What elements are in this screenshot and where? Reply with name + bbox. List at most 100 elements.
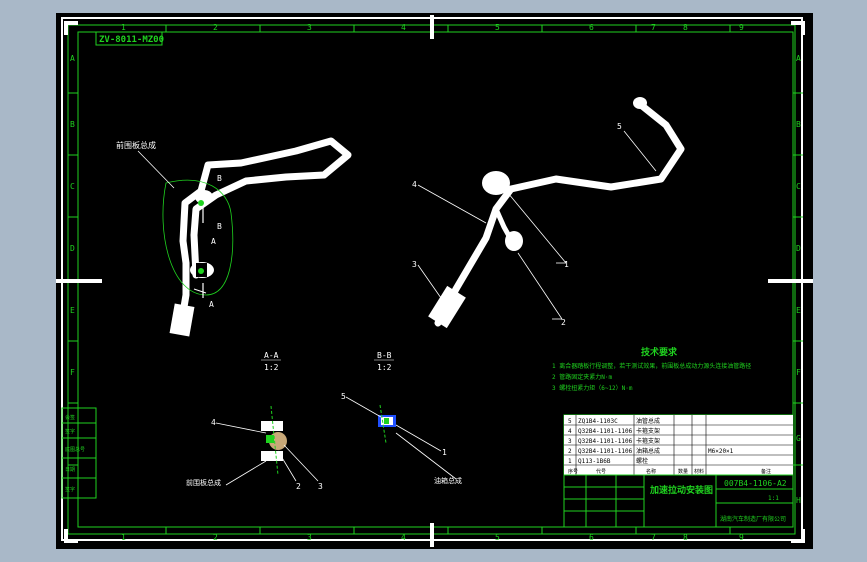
svg-text:007B4-1106-A2: 007B4-1106-A2 [724,479,787,488]
code-tag: ZV-8011-MZ00 [99,35,164,45]
svg-text:D: D [70,244,75,253]
svg-text:2: 2 [568,448,572,455]
svg-text:B: B [217,174,222,183]
title-block: 5 ZQ1B4-1103C 油管总成 4 Q32B4-1101-1106 卡箍支… [563,414,794,528]
svg-text:Q113-1B6B: Q113-1B6B [578,458,611,465]
svg-text:ZQ1B4-1103C: ZQ1B4-1103C [578,418,618,425]
svg-text:油箱总成: 油箱总成 [434,476,462,485]
leader-front-bracket [137,150,175,189]
svg-text:技术要求: 技术要求 [641,346,678,358]
svg-text:4: 4 [211,418,216,427]
svg-text:A: A [211,237,216,246]
code-tag-box [95,31,163,46]
column-ticks [165,25,731,534]
svg-text:5: 5 [341,392,346,401]
svg-text:1:2: 1:2 [264,363,279,372]
svg-text:Q32B4-1101-1106: Q32B4-1101-1106 [578,428,633,435]
left-cable-view[interactable] [162,137,352,337]
column-numbers: 1 2 3 4 5 6 7 8 9 1 2 3 4 5 6 7 8 9 [121,23,744,542]
svg-text:2: 2 [561,318,566,327]
svg-text:3: 3 [307,533,312,542]
svg-text:1: 1 [121,23,126,32]
svg-text:8: 8 [683,533,688,542]
svg-text:C: C [796,182,801,191]
svg-text:F: F [70,368,75,377]
svg-text:4: 4 [568,428,572,435]
svg-text:5: 5 [568,418,572,425]
svg-text:螺栓: 螺栓 [636,457,648,465]
svg-text:B: B [796,120,801,129]
row-ticks [68,92,803,466]
section-aa: A-A 1:2 4 2 3 前围板总成 [186,351,323,491]
svg-text:9: 9 [739,533,744,542]
svg-text:日期: 日期 [65,467,75,473]
center-marks [56,15,813,547]
svg-text:1 离合器踏板行程调整，若干测试效果，前围板总成动力源头连接: 1 离合器踏板行程调整，若干测试效果，前围板总成动力源头连接油管路径 [552,362,751,370]
svg-text:5: 5 [495,533,500,542]
corner-marks [64,21,805,543]
svg-text:9: 9 [739,23,744,32]
svg-text:G: G [796,434,801,443]
svg-text:3: 3 [307,23,312,32]
svg-text:B-B: B-B [377,351,392,360]
svg-text:B: B [70,120,75,129]
svg-text:序号: 序号 [568,468,578,475]
svg-text:B: B [217,222,222,231]
svg-text:材料: 材料 [694,468,704,475]
svg-text:会签: 会签 [65,414,75,421]
svg-text:3: 3 [318,482,323,491]
svg-text:6: 6 [589,533,594,542]
svg-text:6: 6 [589,23,594,32]
svg-text:4: 4 [412,180,417,189]
svg-text:5: 5 [495,23,500,32]
svg-text:油箱总成: 油箱总成 [636,447,660,455]
main-callouts: 4 3 5 1 2 [412,122,622,327]
svg-text:1: 1 [442,448,447,457]
svg-text:前围板总成: 前围板总成 [186,478,221,487]
row-letters: A B C D E F A B C D E F G H [70,54,801,505]
svg-text:卡箍支架: 卡箍支架 [636,437,660,445]
svg-text:1: 1 [564,260,569,269]
svg-text:C: C [70,182,75,191]
svg-text:签字: 签字 [65,428,75,435]
svg-text:1:2: 1:2 [377,363,392,372]
svg-text:1: 1 [121,533,126,542]
svg-text:代号: 代号 [596,468,606,475]
svg-text:A: A [70,54,75,63]
svg-text:8: 8 [683,23,688,32]
sidebar-signatures: 会签 签字 底图总号 日期 签字 [61,407,97,499]
svg-text:F: F [796,368,801,377]
svg-text:4: 4 [401,533,406,542]
svg-text:Q32B4-1101-1106: Q32B4-1101-1106 [578,448,633,455]
svg-text:签字: 签字 [65,486,75,493]
svg-text:D: D [796,244,801,253]
svg-text:3 螺栓扭紧力矩（6~12）N·m: 3 螺栓扭紧力矩（6~12）N·m [552,384,633,392]
svg-text:7: 7 [651,23,656,32]
svg-text:湖南汽车制造厂有限公司: 湖南汽车制造厂有限公司 [720,515,786,523]
svg-text:数量: 数量 [678,468,688,475]
drawing-sheet: 1 2 3 4 5 6 7 8 9 1 2 3 4 5 6 7 8 9 A B … [56,15,813,547]
svg-text:1: 1 [568,458,572,465]
svg-text:2: 2 [213,23,218,32]
svg-text:2: 2 [213,533,218,542]
label-front-bracket: 前围板总成 [116,140,156,150]
svg-text:M6×20×1: M6×20×1 [708,448,734,455]
svg-text:油管总成: 油管总成 [636,417,660,425]
svg-text:卡箍支架: 卡箍支架 [636,427,660,435]
svg-text:A: A [209,300,214,309]
section-bb: B-B 1:2 5 1 油箱总成 [341,351,462,485]
svg-text:E: E [796,306,801,315]
svg-text:H: H [796,496,801,505]
svg-text:E: E [70,306,75,315]
svg-text:加速拉动安装图: 加速拉动安装图 [649,484,713,496]
svg-text:5: 5 [617,122,622,131]
cad-viewport[interactable]: 1 2 3 4 5 6 7 8 9 1 2 3 4 5 6 7 8 9 A B … [56,13,813,549]
svg-text:7: 7 [651,533,656,542]
right-cable-view[interactable] [428,97,685,329]
svg-text:2 管路固定夹紧力N·m: 2 管路固定夹紧力N·m [552,373,612,381]
svg-text:Q32B4-1101-1106: Q32B4-1101-1106 [578,438,633,445]
section-markers: B B A A [202,174,222,309]
svg-text:备注: 备注 [761,468,771,475]
svg-text:底图总号: 底图总号 [65,446,85,453]
svg-text:A-A: A-A [264,351,279,360]
